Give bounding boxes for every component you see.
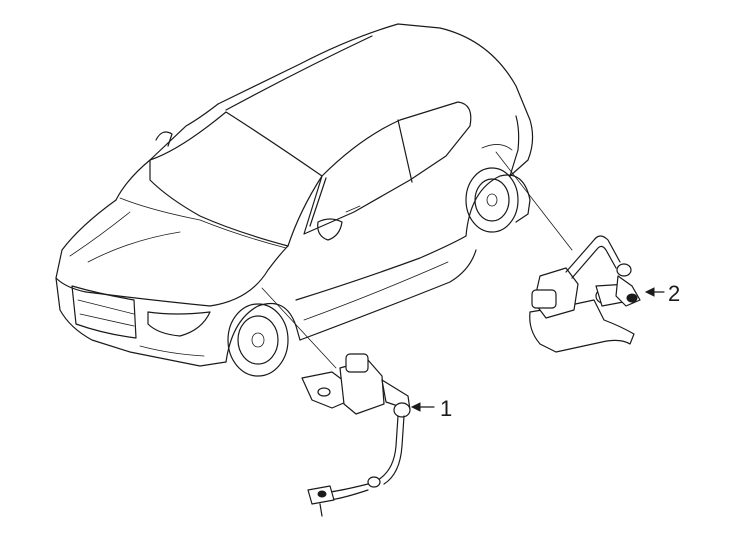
- callout-2-label: 2: [668, 281, 680, 306]
- callout-1-label: 1: [440, 396, 452, 421]
- front-wheel: [227, 303, 289, 377]
- rear-wheel: [465, 167, 519, 233]
- leader-line-front: [261, 287, 337, 369]
- part-1-front-level-sensor: [301, 353, 411, 517]
- callout-2: 2: [644, 281, 680, 306]
- callout-2-arrowhead: [644, 287, 655, 297]
- car-illustration: [55, 23, 534, 377]
- part-2-rear-level-sensor: [529, 235, 641, 353]
- callout-1: 1: [410, 396, 452, 421]
- callout-1-arrowhead: [410, 402, 421, 412]
- leader-line-rear: [495, 151, 573, 251]
